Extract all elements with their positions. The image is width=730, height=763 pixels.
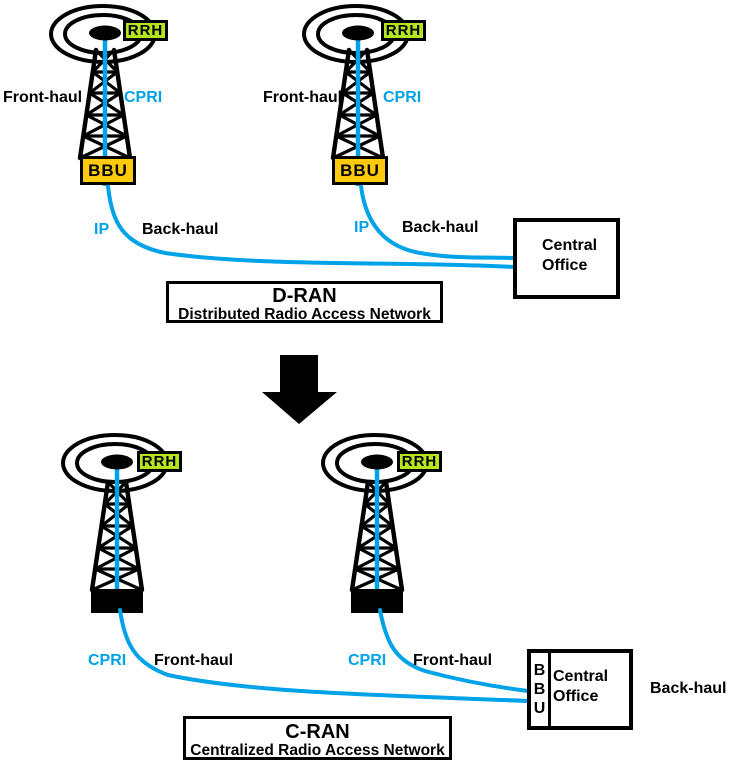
rrh-label: RRH (385, 22, 422, 39)
antenna-icon (101, 454, 133, 470)
antenna-icon (89, 25, 121, 41)
antenna-icon (342, 25, 374, 41)
cpri-label-cran-2: CPRI (348, 652, 387, 669)
cran-title-box: C-RAN Centralized Radio Access Network (183, 716, 452, 760)
bbu-label: BBU (88, 160, 128, 180)
cran-fronthaul-line-1 (118, 608, 530, 703)
tower-base-box (351, 589, 403, 613)
front-haul-label-dran-2: Front-haul (263, 89, 343, 106)
rrh-box-dran-1: RRH (123, 20, 168, 41)
cpri-label-dran-2: CPRI (383, 89, 422, 106)
cell-towers-layer (49, 4, 429, 613)
back-haul-label-dran-2: Back-haul (402, 219, 479, 236)
central-office-label-dran: Central Office (542, 237, 598, 274)
central-office-label-cran: Central Office (553, 668, 609, 705)
bbu-strip-cran: B B U (531, 653, 551, 726)
front-haul-label-dran-1: Front-haul (3, 89, 83, 106)
ip-label-dran-2: IP (354, 219, 370, 236)
rrh-box-cran-2: RRH (397, 451, 442, 472)
central-office-box-dran: Central Office (513, 218, 620, 299)
antenna-icon (361, 454, 393, 470)
dran-title: D-RAN (272, 285, 337, 307)
cpri-label-cran-1: CPRI (88, 652, 127, 669)
bbu-box-dran-2: BBU (332, 156, 388, 185)
central-office-box-cran: B B U Central Office (527, 649, 633, 730)
transition-arrow-icon (262, 355, 337, 424)
rrh-box-cran-1: RRH (137, 451, 182, 472)
cran-subtitle: Centralized Radio Access Network (190, 742, 445, 759)
back-haul-label-cran: Back-haul (650, 680, 727, 697)
front-haul-label-cran-1: Front-haul (154, 652, 234, 669)
dran-backhaul-line-1 (106, 184, 516, 269)
bbu-letter: U (533, 700, 546, 717)
cran-fronthaul-line-2 (378, 608, 530, 693)
cpri-label-dran-1: CPRI (124, 89, 163, 106)
back-haul-label-dran-1: Back-haul (142, 221, 219, 238)
cell-tower-cran-1 (61, 433, 169, 613)
front-haul-label-cran-2: Front-haul (413, 652, 493, 669)
dran-subtitle: Distributed Radio Access Network (178, 306, 431, 323)
rrh-label: RRH (127, 22, 164, 39)
dran-backhaul-line-2 (359, 184, 516, 260)
tower-base-box (91, 589, 143, 613)
ip-label-dran-1: IP (94, 221, 110, 238)
rrh-box-dran-2: RRH (381, 20, 426, 41)
bbu-letter: B (533, 662, 546, 679)
rrh-label: RRH (141, 453, 178, 470)
dran-title-box: D-RAN Distributed Radio Access Network (166, 281, 443, 323)
cell-tower-cran-2 (321, 433, 429, 613)
rrh-label: RRH (401, 453, 438, 470)
bbu-letter: B (533, 681, 546, 698)
bbu-label: BBU (340, 160, 380, 180)
cran-title: C-RAN (285, 721, 350, 743)
bbu-box-dran-1: BBU (80, 156, 136, 185)
cell-tower-dran-1 (49, 4, 157, 186)
